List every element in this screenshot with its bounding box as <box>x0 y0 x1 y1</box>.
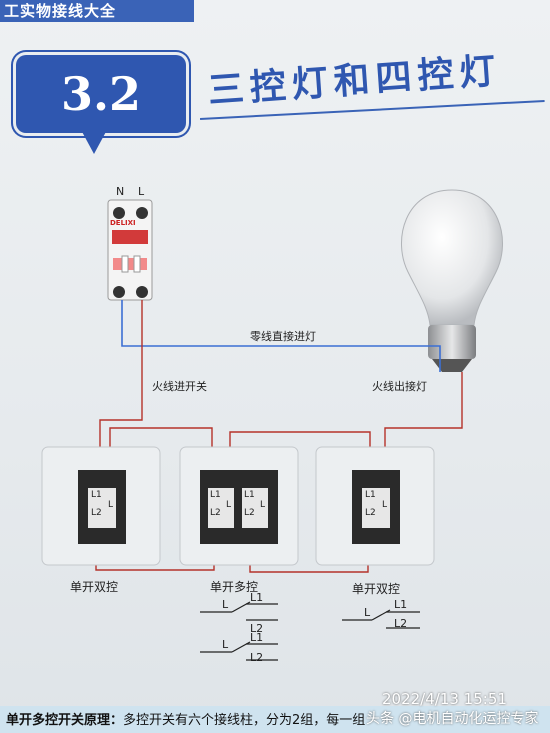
right-switch-caption: 单开双控 <box>352 582 401 596</box>
middle-switch-b-l1: L1 <box>244 490 255 500</box>
photo-timestamp: 2022/4/13 15:51 <box>382 690 507 708</box>
book-title-bar: 工实物接线大全 <box>0 0 194 22</box>
schematic-1-l: L <box>222 598 229 611</box>
left-switch-l1: L1 <box>91 490 102 500</box>
footer-note-body: 多控开关有六个接线柱，分为2组，每一组 <box>123 713 366 728</box>
middle-switch-a-l2: L2 <box>210 508 221 518</box>
section-badge <box>16 55 186 133</box>
right-switch-l2: L2 <box>365 508 376 518</box>
schematic-1-l1: L1 <box>250 591 264 604</box>
middle-switch-a-l1: L1 <box>210 490 221 500</box>
breaker-brand: DELIXI <box>110 219 136 227</box>
middle-switch-a-l: L <box>226 500 232 510</box>
footer-note: 单开多控开关原理：多控开关有六个接线柱，分为2组，每一组 <box>6 709 365 728</box>
live-in-label: 火线进开关 <box>152 380 207 393</box>
footer-note-heading: 单开多控开关原理： <box>6 713 124 728</box>
switch-plate-right <box>315 446 435 566</box>
middle-switch-caption: 单开多控 <box>210 580 259 594</box>
schematic-1-l2: L2 <box>250 622 264 635</box>
neutral-wire-label: 零线直接进灯 <box>250 330 316 343</box>
middle-switch-b-l2: L2 <box>244 508 255 518</box>
section-number: 3.2 <box>60 67 142 121</box>
schematic-2-l1: L1 <box>250 631 264 644</box>
left-switch-l: L <box>108 500 114 510</box>
switch-plate-middle <box>179 446 299 566</box>
decorative-squares-icon <box>178 2 193 19</box>
schematic-middle-2 <box>200 641 278 661</box>
middle-switch-b-l: L <box>260 500 266 510</box>
circuit-breaker <box>107 199 153 301</box>
left-switch-caption: 单开双控 <box>70 580 119 594</box>
schematic-3-l2: L2 <box>394 617 408 630</box>
right-switch-l: L <box>382 500 388 510</box>
wiring-diagram <box>41 189 503 661</box>
schematic-3-l1: L1 <box>394 598 408 611</box>
schematic-middle-1 <box>200 601 278 621</box>
schematic-2-l2: L2 <box>250 651 264 664</box>
left-switch-l2: L2 <box>91 508 102 518</box>
switch-plate-left <box>41 446 161 566</box>
live-out-label: 火线出接灯 <box>372 380 427 393</box>
footer-note-band <box>0 706 550 733</box>
schematic-3-l: L <box>364 606 371 619</box>
right-switch-l1: L1 <box>365 490 376 500</box>
schematic-2-l: L <box>222 638 229 651</box>
author-watermark: 头条 @电机自动化运控专家 <box>366 711 539 727</box>
breaker-terminal-n: N <box>116 185 125 198</box>
neutral-wire <box>121 300 441 372</box>
section-badge-tail <box>80 128 108 154</box>
light-bulb-icon <box>401 189 503 372</box>
schematic-right <box>342 609 420 629</box>
breaker-terminal-l: L <box>138 185 145 198</box>
